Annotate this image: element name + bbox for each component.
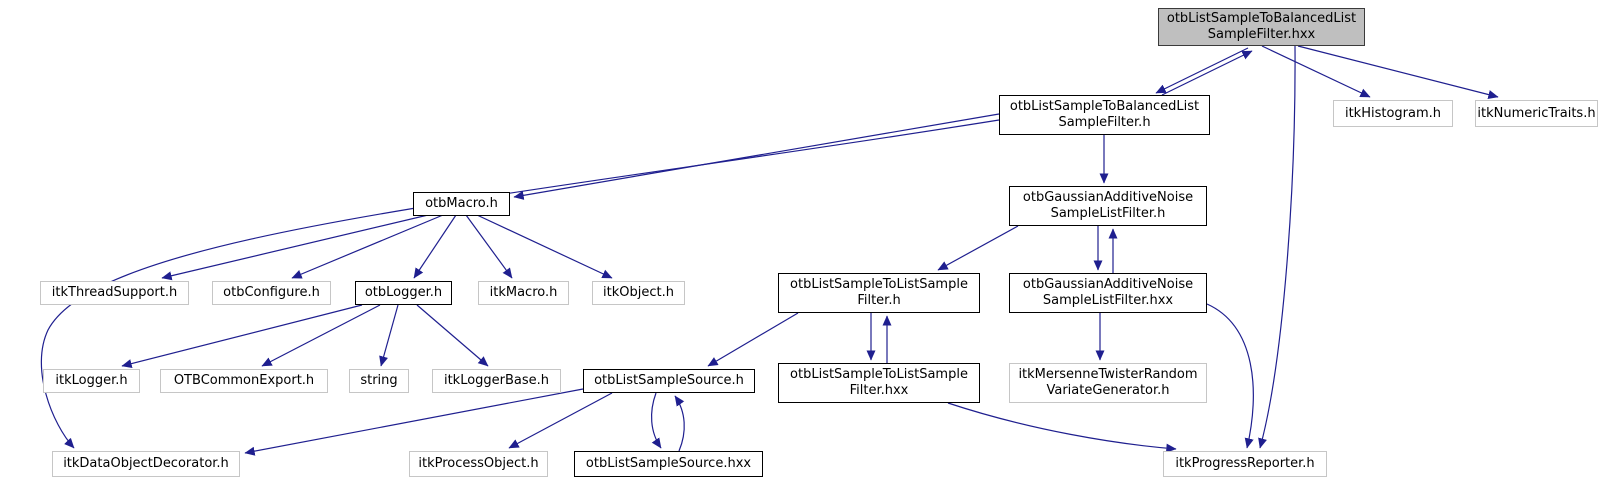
edge-balanced-h--otb-macro bbox=[513, 113, 1000, 200]
graph-node-listsamplesource-h[interactable]: otbListSampleSource.h bbox=[583, 369, 755, 393]
node-label: otbListSampleToBalancedList bbox=[1009, 99, 1200, 114]
node-label: itkObject.h bbox=[603, 285, 674, 300]
node-label: otbGaussianAdditiveNoise bbox=[1022, 277, 1194, 292]
node-label: otbLogger.h bbox=[364, 285, 443, 300]
edge-otb-logger--string bbox=[379, 304, 399, 367]
edge-otb-macro--itk-threadsupport bbox=[161, 214, 429, 281]
edge-otb-macro--itk-object bbox=[476, 214, 613, 279]
graph-node-string: string bbox=[349, 369, 409, 393]
edge-tolist-h--listsamplesource-h bbox=[707, 312, 799, 367]
node-label: otbListSampleToListSample bbox=[790, 367, 968, 382]
graph-node-itk-dataobjectdecorator: itkDataObjectDecorator.h bbox=[52, 451, 240, 477]
edge-balanced-hxx--itk-progressreporter bbox=[1258, 45, 1296, 449]
edge-gaussian-h--tolist-h bbox=[937, 225, 1019, 271]
graph-node-otb-commonexport: OTBCommonExport.h bbox=[160, 369, 328, 393]
edge-otb-logger--itk-loggerbase bbox=[416, 304, 489, 367]
graph-node-itk-numerictraits: itkNumericTraits.h bbox=[1475, 100, 1598, 127]
node-label: string bbox=[360, 373, 398, 388]
graph-node-itk-processobject: itkProcessObject.h bbox=[409, 451, 548, 477]
edge-listsamplesource-h--itk-processobject bbox=[508, 392, 613, 449]
edge-balanced-hxx--itk-histogram bbox=[1261, 45, 1371, 98]
node-label: itkMersenneTwisterRandom bbox=[1018, 367, 1198, 382]
graph-node-itk-histogram: itkHistogram.h bbox=[1333, 100, 1453, 127]
node-label: Filter.hxx bbox=[849, 383, 909, 398]
node-label: OTBCommonExport.h bbox=[173, 373, 315, 388]
node-label: itkDataObjectDecorator.h bbox=[63, 456, 229, 471]
edge-otb-macro--otb-logger bbox=[413, 214, 457, 279]
graph-node-otb-logger[interactable]: otbLogger.h bbox=[355, 281, 452, 305]
node-label: otbMacro.h bbox=[425, 196, 498, 211]
node-label: otbListSampleToListSample bbox=[790, 277, 968, 292]
edge-listsamplesource-h--listsamplesource-hxx bbox=[651, 392, 662, 449]
edge-otb-logger--itk-logger bbox=[121, 304, 363, 369]
edge-listsamplesource-h--itk-dataobjectdecorator bbox=[244, 388, 584, 456]
node-label: itkMacro.h bbox=[489, 285, 558, 300]
edge-otb-macro--otb-configure bbox=[291, 214, 444, 279]
edge-listsamplesource-hxx--listsamplesource-h bbox=[674, 395, 685, 452]
node-label: otbListSampleToBalancedList bbox=[1166, 11, 1357, 26]
graph-node-otb-macro[interactable]: otbMacro.h bbox=[413, 192, 510, 216]
graph-node-itk-logger: itkLogger.h bbox=[43, 369, 140, 393]
node-label: VariateGenerator.h bbox=[1046, 383, 1170, 398]
node-label: itkHistogram.h bbox=[1344, 105, 1442, 121]
node-label: itkThreadSupport.h bbox=[51, 285, 178, 300]
node-label: otbListSampleSource.h bbox=[594, 373, 744, 388]
graph-node-itk-progressreporter: itkProgressReporter.h bbox=[1163, 451, 1327, 477]
graph-node-itk-object: itkObject.h bbox=[592, 281, 685, 305]
edge-balanced-hxx--balanced-h bbox=[1155, 47, 1249, 94]
node-label: otbConfigure.h bbox=[223, 285, 320, 300]
edge-gaussian-hxx--itk-progressreporter bbox=[1206, 303, 1254, 449]
edge-otb-macro--itk-macro bbox=[465, 214, 513, 279]
node-label: otbListSampleSource.hxx bbox=[585, 456, 752, 471]
edge-balanced-h--balanced-hxx bbox=[1161, 50, 1253, 96]
node-label: itkLogger.h bbox=[55, 373, 128, 388]
edge-balanced-hxx--itk-numerictraits bbox=[1297, 45, 1499, 100]
node-label: itkProcessObject.h bbox=[418, 456, 539, 471]
edge-tolist-hxx--itk-progressreporter bbox=[947, 402, 1177, 453]
node-label: itkNumericTraits.h bbox=[1477, 105, 1596, 121]
node-label: SampleFilter.hxx bbox=[1207, 27, 1316, 42]
graph-node-otb-configure: otbConfigure.h bbox=[212, 281, 331, 305]
graph-node-itk-macro: itkMacro.h bbox=[478, 281, 569, 305]
node-label: otbGaussianAdditiveNoise bbox=[1022, 190, 1194, 205]
node-label: SampleFilter.h bbox=[1058, 115, 1151, 130]
graph-node-itk-threadsupport: itkThreadSupport.h bbox=[40, 281, 189, 305]
node-label: itkLoggerBase.h bbox=[443, 373, 550, 388]
node-label: itkProgressReporter.h bbox=[1175, 456, 1315, 471]
graph-node-itk-loggerbase: itkLoggerBase.h bbox=[432, 369, 561, 393]
edge-otb-logger--otb-commonexport bbox=[261, 304, 381, 367]
node-label: SampleListFilter.hxx bbox=[1042, 293, 1174, 308]
node-label: Filter.h bbox=[857, 293, 901, 308]
graph-node-listsamplesource-hxx[interactable]: otbListSampleSource.hxx bbox=[574, 451, 763, 477]
node-label: SampleListFilter.h bbox=[1050, 206, 1166, 221]
